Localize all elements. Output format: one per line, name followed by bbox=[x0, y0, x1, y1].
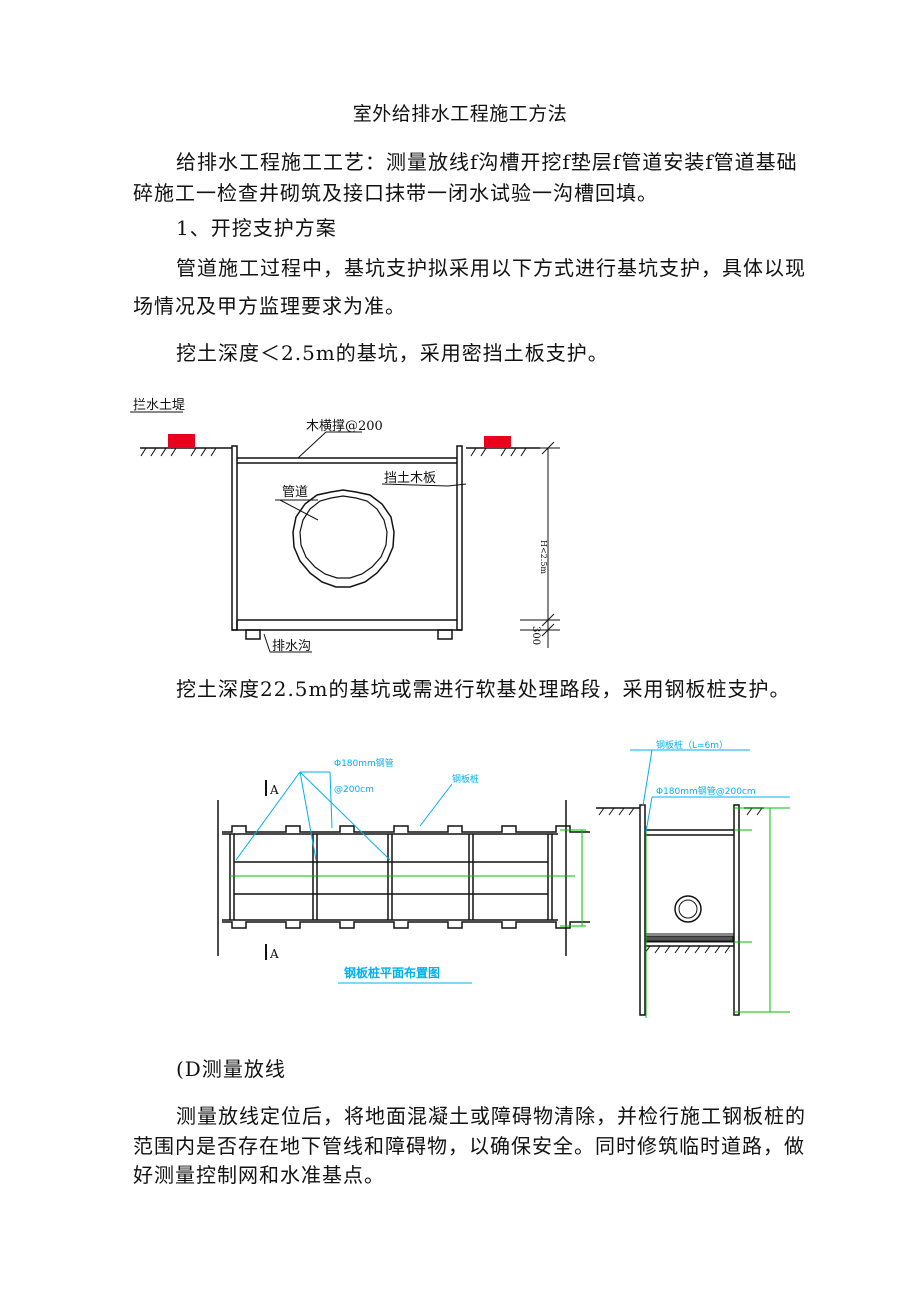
label-dam: 拦水土堤 bbox=[133, 398, 185, 413]
label-pipe-spacing: @200cm bbox=[334, 785, 374, 795]
label-brace: 木横撑@200 bbox=[306, 419, 383, 434]
plan-caption: 钢板桩平面布置图 bbox=[344, 965, 440, 980]
label-steel-pipe: Φ180mm钢管 bbox=[334, 757, 394, 769]
label-steel-pipe-right: Φ180mm钢管@200cm bbox=[656, 785, 756, 797]
label-sheet-pile-right: 钢板桩（L=6m） bbox=[656, 739, 728, 751]
process-line-2: 碎施工一检查井砌筑及接口抹带一闭水试验一沟槽回填。 bbox=[133, 181, 658, 205]
label-board: 挡土木板 bbox=[384, 471, 436, 486]
label-sheet-pile: 钢板桩 bbox=[452, 773, 479, 785]
label-pipe: 管道 bbox=[282, 485, 308, 500]
label-drain: 排水沟 bbox=[272, 639, 311, 654]
label-depth: H<2.5m bbox=[539, 540, 548, 574]
label-300: 300 bbox=[530, 626, 541, 645]
paragraph-1-line-1: 管道施工过程中，基坑支护拟采用以下方式进行基坑支护，具体以现 bbox=[176, 256, 806, 280]
section-heading: 1、开挖支护方案 bbox=[176, 216, 337, 240]
process-line-1: 给排水工程施工工艺：测量放线f沟槽开挖f垫层f管道安装f管道基础 bbox=[176, 150, 798, 174]
dam-right bbox=[484, 436, 511, 447]
sheet-pile-diagram: Φ180mm钢管 @200cm 钢板桩 钢板桩平面布置图 A A bbox=[217, 739, 790, 1018]
case-2-text: 挖土深度22.5m的基坑或需进行软基处理路段，采用钢板桩支护。 bbox=[176, 677, 791, 701]
case-1-text: 挖土深度＜2.5m的基坑，采用密挡土板支护。 bbox=[176, 341, 609, 365]
dam-left bbox=[168, 434, 195, 447]
page-title: 室外给排水工程施工方法 bbox=[352, 103, 568, 125]
section-mark-a-bottom: A bbox=[269, 947, 279, 961]
paragraph-2-line-2: 范围内是否存在地下管线和障碍物，以确保安全。同时修筑临时道路，做 bbox=[133, 1134, 805, 1158]
paragraph-1-line-2: 场情况及甲方监理要求为准。 bbox=[133, 294, 406, 318]
timber-shoring-diagram: 拦水土堤 木横撑@200 挡土木板 管道 排水沟 H<2.5m 300 bbox=[130, 398, 560, 654]
section-mark-a-top: A bbox=[269, 783, 279, 797]
paragraph-2-line-3: 好测量控制网和水准基点。 bbox=[133, 1163, 385, 1187]
paragraph-2-line-1: 测量放线定位后，将地面混凝土或障碍物清除，并检行施工钢板桩的 bbox=[176, 1104, 806, 1128]
subheading-survey: (D测量放线 bbox=[176, 1057, 286, 1081]
